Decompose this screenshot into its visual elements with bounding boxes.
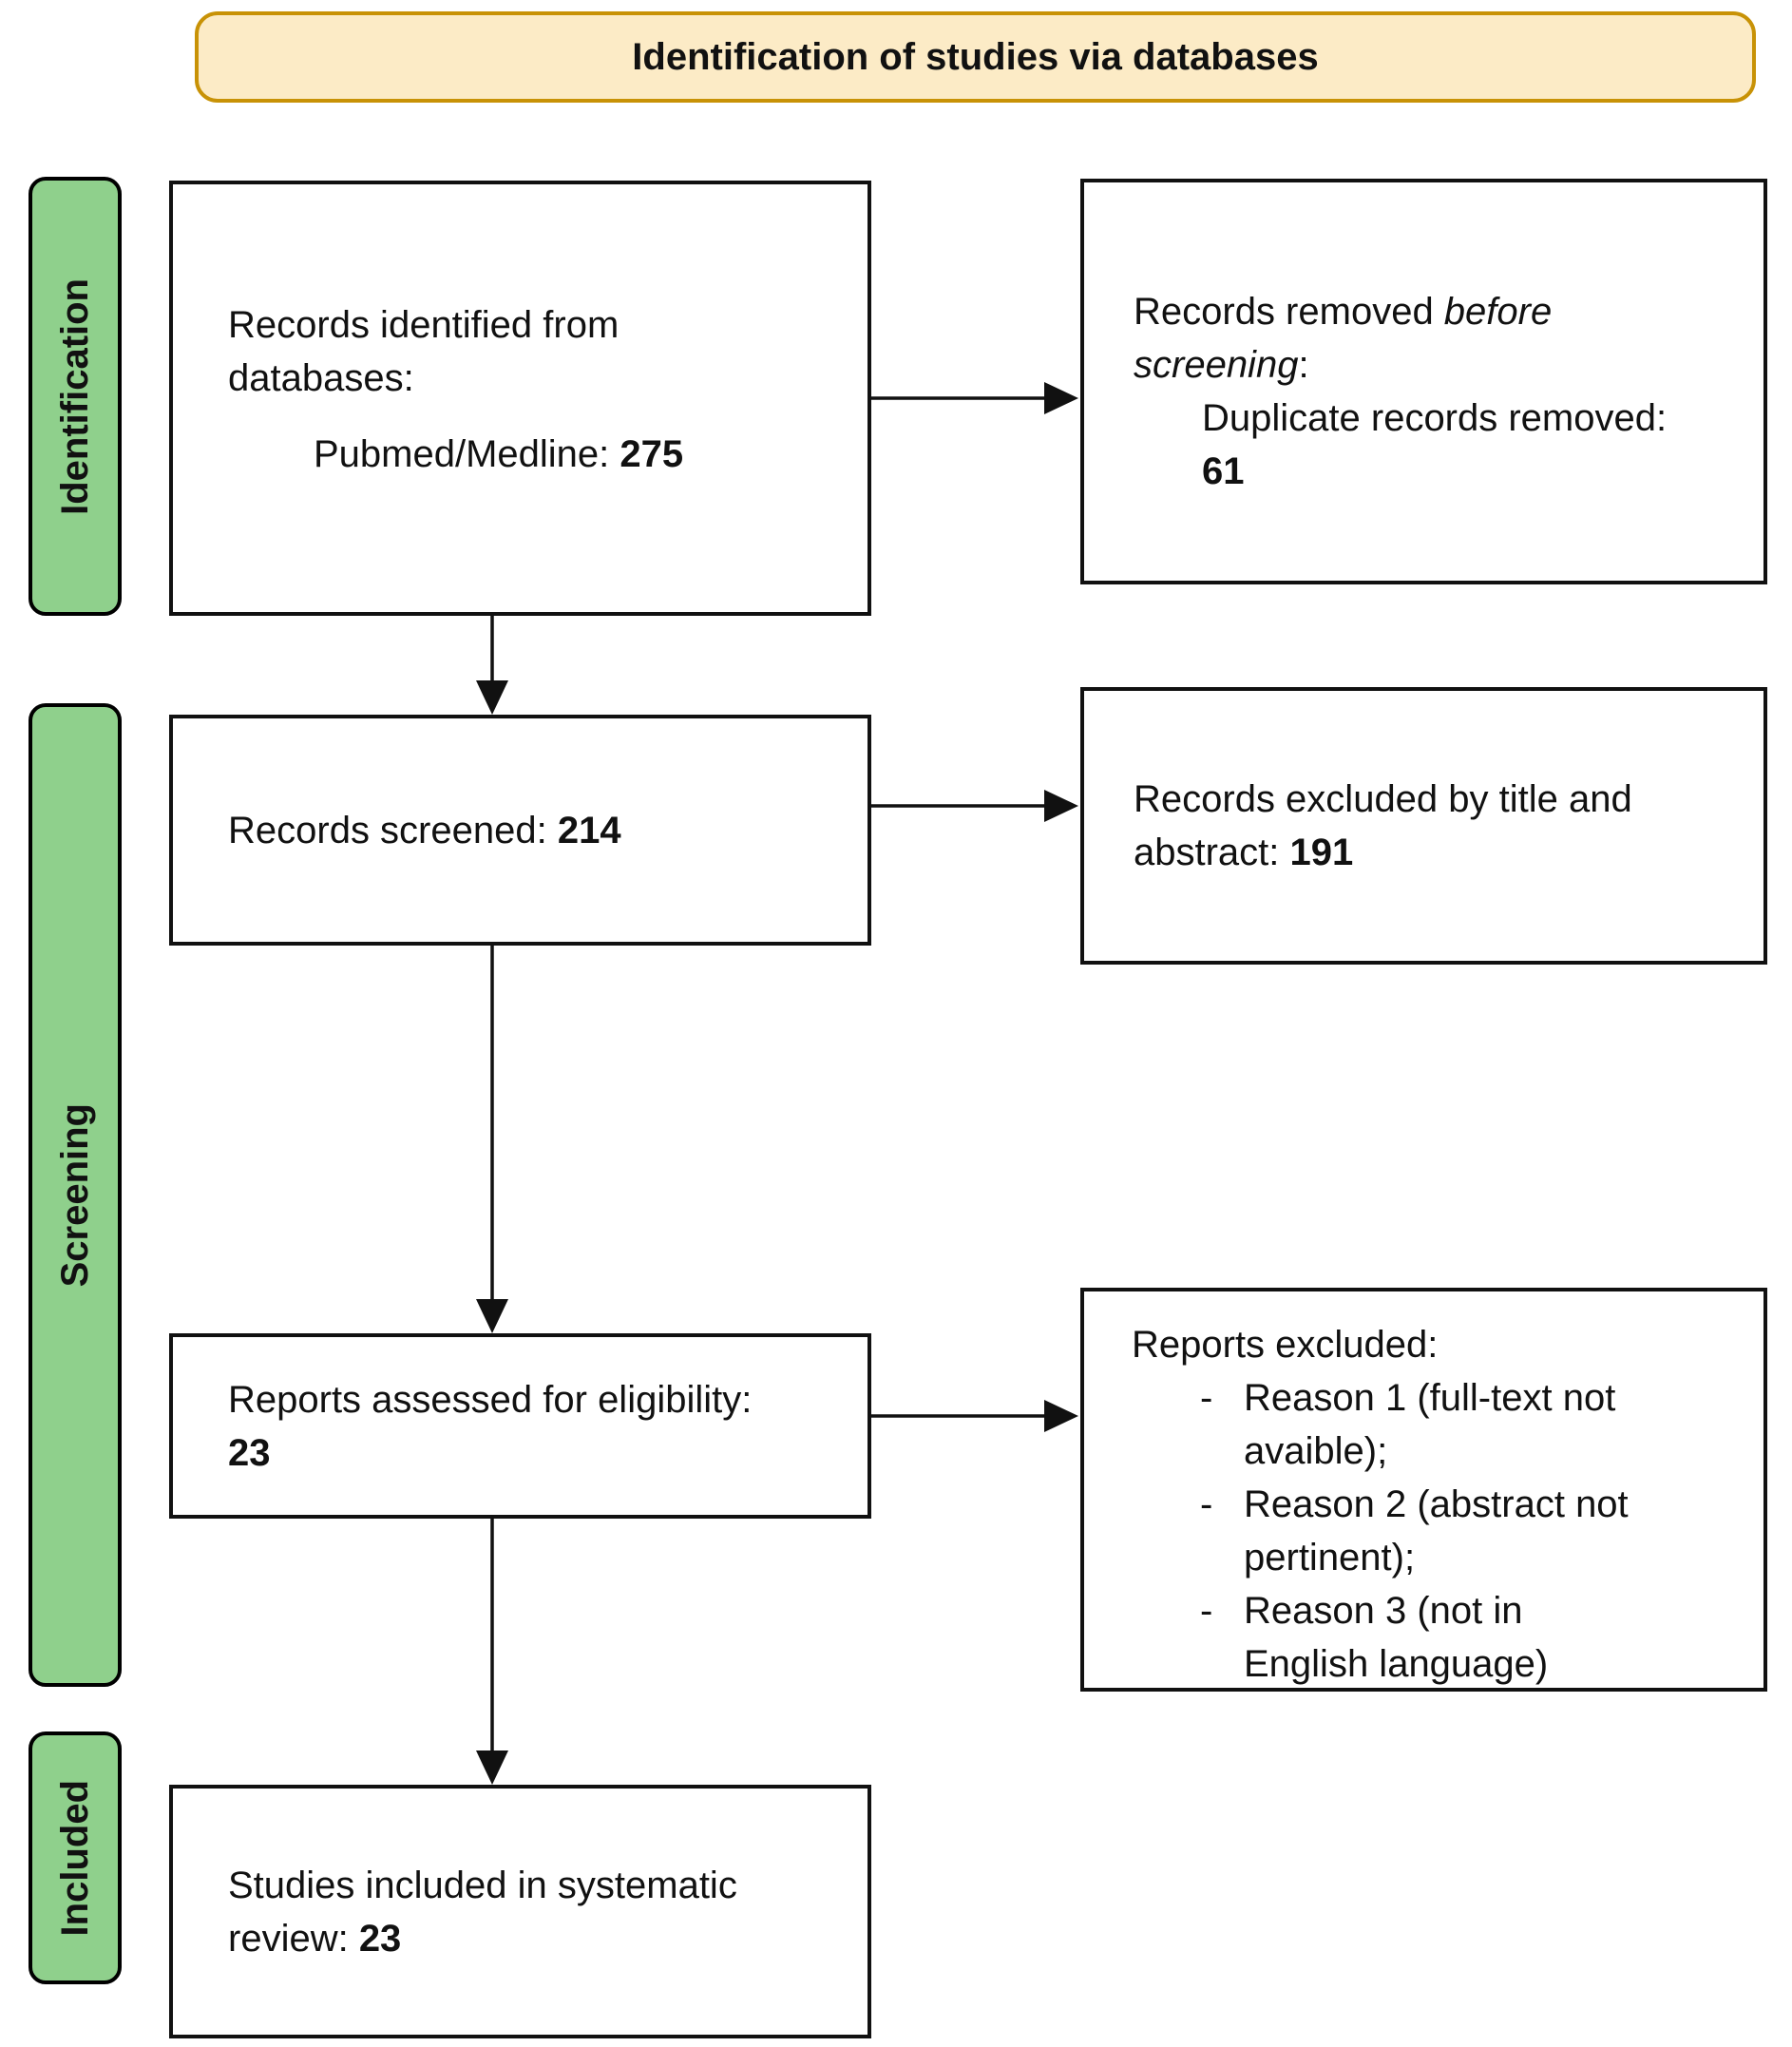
records-identified-text: Records identified from databases: <box>228 304 620 399</box>
reason-text: Reason 3 (not in English language) <box>1244 1590 1549 1685</box>
box-records-excluded: Records excluded by title and abstract: … <box>1080 687 1767 965</box>
stage-bar-included: Included <box>29 1731 122 1984</box>
stage-bar-identification: Identification <box>29 177 122 616</box>
arrow-screened-to-assessed <box>476 946 508 1333</box>
records-identified-count: 275 <box>620 433 684 475</box>
stage-bar-screening: Screening <box>29 703 122 1687</box>
dash-bullet: - <box>1200 1377 1213 1419</box>
arrow-identified-to-screened <box>476 616 508 715</box>
box-reports-assessed: Reports assessed for eligibility: 23 <box>169 1333 871 1519</box>
reports-assessed-count: 23 <box>228 1431 271 1474</box>
duplicates-removed-count: 61 <box>1202 450 1245 492</box>
studies-included-count: 23 <box>358 1917 402 1960</box>
studies-included-text: Studies included in systematic review: 2… <box>228 1864 737 1960</box>
arrow-screened-to-excluded <box>871 790 1078 822</box>
banner: Identification of studies via databases <box>195 11 1756 103</box>
records-screened-text: Records screened: 214 <box>228 809 621 851</box>
reason-item: - Reason 2 (abstract not pertinent); <box>1132 1478 1737 1584</box>
records-removed-text: Records removed before screening: <box>1134 291 1553 386</box>
banner-title: Identification of studies via databases <box>632 36 1319 78</box>
box-records-screened: Records screened: 214 <box>169 715 871 946</box>
stage-label-included: Included <box>54 1779 96 1937</box>
dash-bullet: - <box>1200 1483 1213 1525</box>
records-identified-source: Pubmed/Medline: 275 <box>314 433 684 475</box>
box-reports-excluded: Reports excluded: - Reason 1 (full-text … <box>1080 1288 1767 1692</box>
reason-item: - Reason 1 (full-text not avaible); <box>1132 1371 1737 1478</box>
stage-label-screening: Screening <box>54 1102 96 1288</box>
records-excluded-text: Records excluded by title and abstract: … <box>1134 778 1632 873</box>
arrow-assessed-to-reports-excluded <box>871 1400 1078 1432</box>
reason-item: - Reason 3 (not in English language) <box>1132 1584 1737 1691</box>
box-studies-included: Studies included in systematic review: 2… <box>169 1785 871 2038</box>
reports-assessed-text: Reports assessed for eligibility: 23 <box>228 1378 753 1474</box>
records-screened-count: 214 <box>557 809 621 851</box>
records-removed-detail: Duplicate records removed: 61 <box>1202 397 1668 492</box>
reason-text: Reason 1 (full-text not avaible); <box>1244 1377 1616 1472</box>
reports-excluded-title: Reports excluded: <box>1132 1324 1439 1366</box>
box-records-removed: Records removed before screening: Duplic… <box>1080 179 1767 584</box>
arrow-identified-to-removed <box>871 382 1078 414</box>
stage-label-identification: Identification <box>54 277 96 515</box>
reason-text: Reason 2 (abstract not pertinent); <box>1244 1483 1629 1578</box>
box-records-identified: Records identified from databases: Pubme… <box>169 181 871 616</box>
dash-bullet: - <box>1200 1590 1213 1632</box>
records-excluded-count: 191 <box>1289 832 1354 873</box>
arrow-assessed-to-included <box>476 1519 508 1785</box>
